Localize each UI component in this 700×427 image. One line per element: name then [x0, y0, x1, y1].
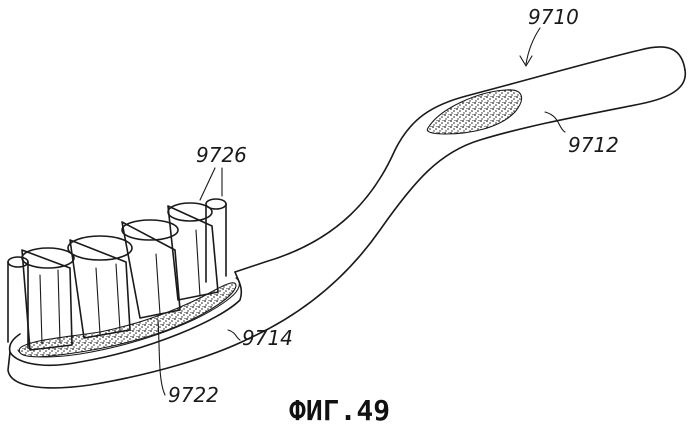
label-handle: 9712 [568, 133, 619, 157]
figure-caption: ФИГ.49 [289, 394, 390, 427]
leader-9726-a [200, 168, 215, 200]
label-bristle-tufts: 9726 [196, 143, 247, 167]
label-head: 9714 [242, 326, 293, 350]
label-toothbrush: 9710 [528, 5, 579, 29]
leader-9714 [228, 330, 240, 340]
leader-9710 [526, 28, 540, 64]
label-grip-insert: 9722 [168, 383, 219, 407]
leader-lines [158, 28, 565, 395]
handle-outline [235, 47, 685, 272]
toothbrush-drawing [8, 47, 685, 388]
handle-grip-insert [427, 90, 521, 134]
